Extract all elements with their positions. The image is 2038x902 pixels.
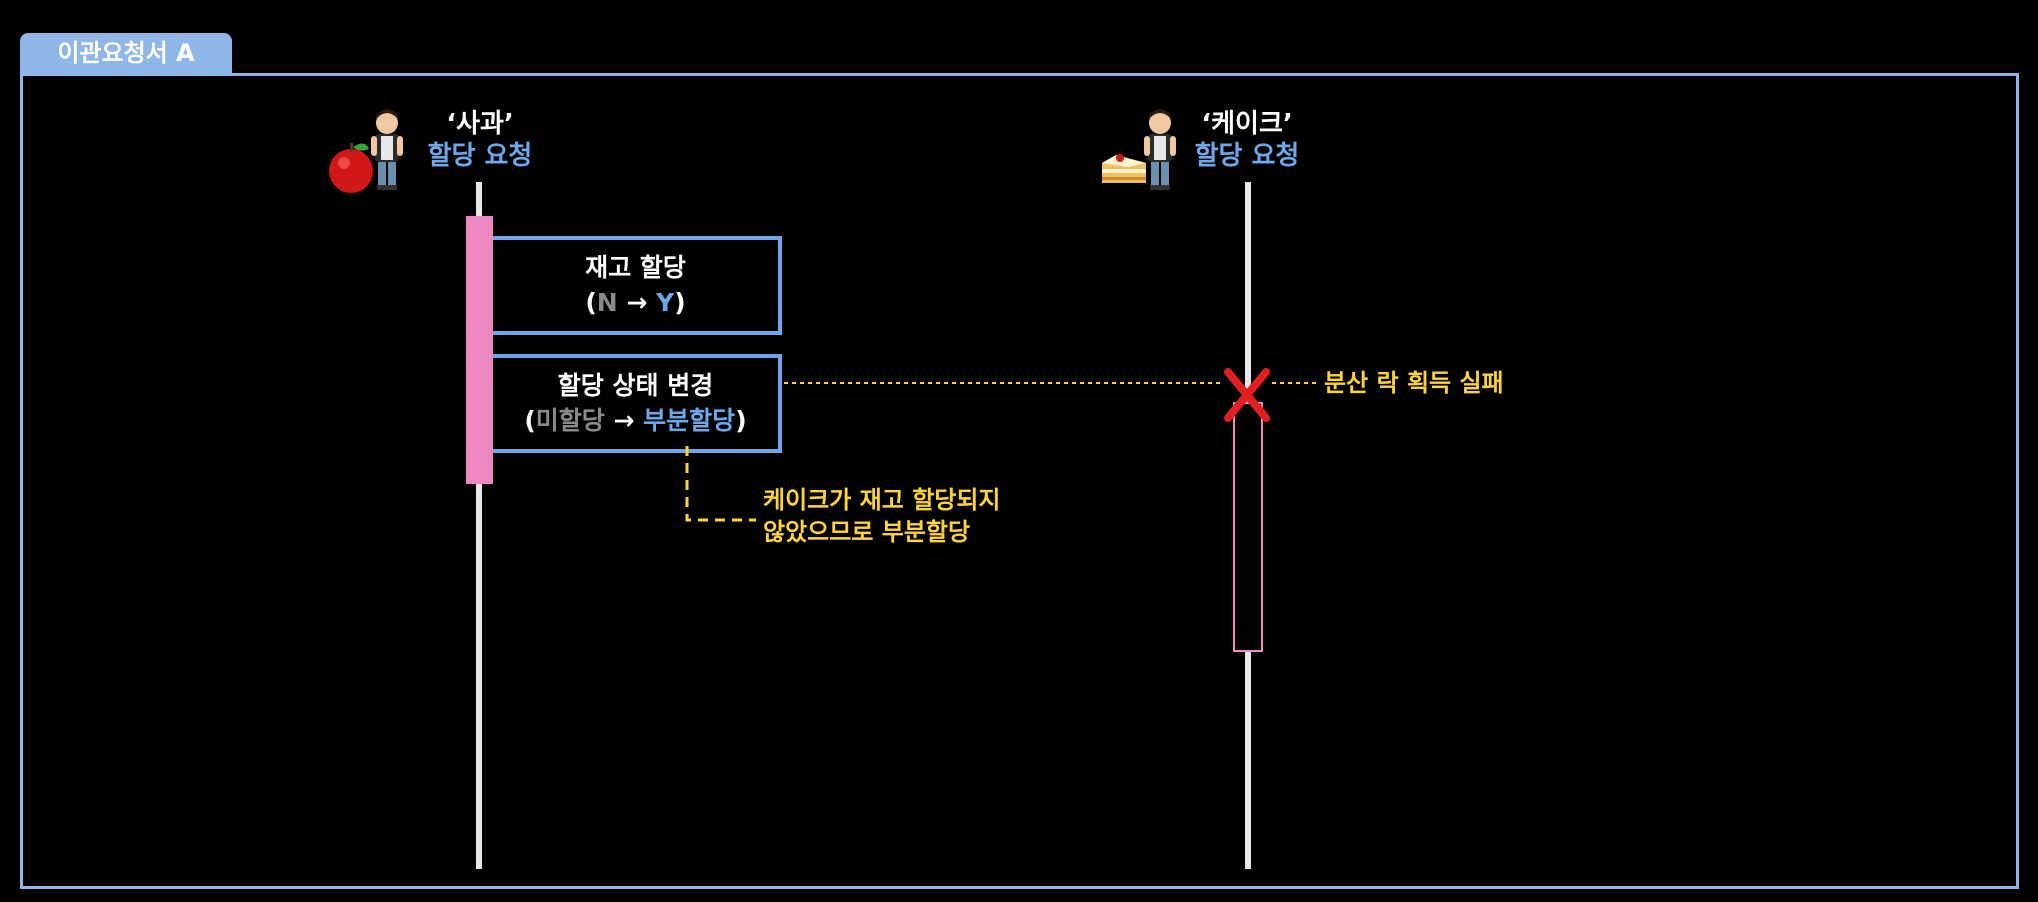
paren-close: ) xyxy=(674,288,686,317)
activation-cake-outline xyxy=(1233,402,1263,652)
step-title: 재고 할당 xyxy=(585,253,686,282)
partial-allocation-note: 케이크가 재고 할당되지 않았으므로 부분할당 xyxy=(763,484,1001,548)
paren-open: ( xyxy=(524,406,536,435)
participant-apple: ‘사과’ 할당 요청 xyxy=(405,108,555,172)
lock-fail-note: 분산 락 획득 실패 xyxy=(1324,369,1504,397)
note-line: 케이크가 재고 할당되지 xyxy=(763,486,1001,514)
apple-person-icon xyxy=(325,103,415,198)
step-status-change: 할당 상태 변경 (미할당 → 부분할당) xyxy=(493,354,782,453)
partial-note-connector xyxy=(685,446,756,522)
participant-name: ‘케이크’ xyxy=(1201,109,1293,139)
cake-person-icon xyxy=(1098,103,1188,198)
participant-subtitle: 할당 요청 xyxy=(1194,141,1300,171)
paren-close: ) xyxy=(735,406,747,435)
participant-subtitle: 할당 요청 xyxy=(427,141,533,171)
from-value: N xyxy=(596,288,618,317)
from-value: 미할당 xyxy=(535,406,605,435)
to-value: 부분할당 xyxy=(643,406,736,435)
to-value: Y xyxy=(656,288,675,317)
step-transition: (N → Y) xyxy=(493,285,778,320)
lifeline-apple xyxy=(476,182,482,869)
participant-name: ‘사과’ xyxy=(446,109,514,139)
step-stock-allocation: 재고 할당 (N → Y) xyxy=(493,236,782,335)
activation-apple xyxy=(466,216,493,484)
participant-cake: ‘케이크’ 할당 요청 xyxy=(1172,108,1322,172)
arrow: → xyxy=(604,406,644,435)
diagram-frame xyxy=(20,73,2019,889)
fail-x-icon xyxy=(1224,368,1270,422)
paren-open: ( xyxy=(585,288,597,317)
document-tab[interactable]: 이관요청서 A xyxy=(20,33,232,73)
step-transition: (미할당 → 부분할당) xyxy=(493,403,778,438)
arrow: → xyxy=(617,288,657,317)
step-title: 할당 상태 변경 xyxy=(557,371,714,400)
note-line: 않았으므로 부분할당 xyxy=(763,518,971,546)
